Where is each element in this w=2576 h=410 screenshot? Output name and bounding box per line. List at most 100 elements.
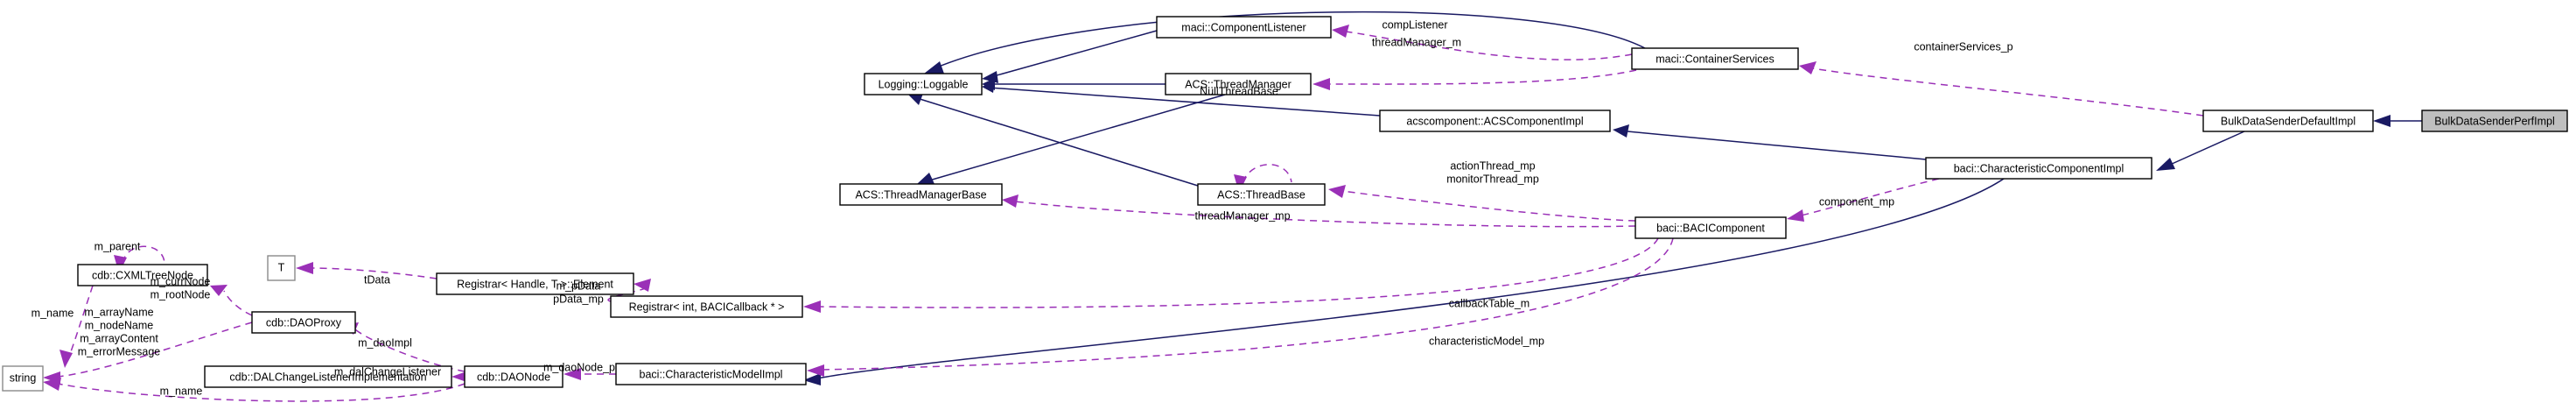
node-acs-threadbase[interactable]: ACS::ThreadBase — [1197, 183, 1326, 206]
node-rect[interactable] — [77, 264, 208, 286]
edge-threadbase-to-loggable — [916, 97, 1199, 187]
node-cdb-daoproxy[interactable]: cdb::DAOProxy — [251, 311, 356, 334]
node-logging-loggable[interactable]: Logging::Loggable — [864, 73, 983, 95]
node-label: ACS::ThreadManager — [1185, 78, 1292, 90]
edge-defaultimpl-to-charcompimpl — [2169, 131, 2245, 166]
edge-tData — [309, 267, 438, 279]
node-rect[interactable] — [839, 183, 1003, 206]
edge-labels: compListener threadManager_m containerSe… — [32, 18, 2013, 397]
node-label: ACS::ThreadBase — [1217, 188, 1306, 201]
arrowhead-inherit — [2373, 115, 2390, 127]
node-rect[interactable] — [1925, 157, 2152, 180]
edge-label-m-currnode: m_currNode — [150, 275, 211, 287]
node-maci-componentlistener[interactable]: maci::ComponentListener — [1156, 16, 1332, 39]
node-label: ACS::ThreadManagerBase — [855, 188, 986, 201]
edge-NullThreadBase — [1242, 164, 1292, 183]
arrowhead-inherit — [803, 373, 821, 385]
node-rect[interactable] — [2202, 110, 2374, 132]
node-label: cdb::DAONode — [477, 371, 550, 383]
node-label: cdb::DAOProxy — [266, 316, 342, 329]
edge-label-m-daoimpl: m_daoImpl — [358, 336, 412, 349]
node-rect[interactable] — [615, 363, 807, 385]
arrowhead-inherit — [982, 71, 998, 83]
node-bulkdatasenderperfimpl[interactable]: BulkDataSenderPerfImpl — [2421, 110, 2568, 132]
edge-containerServices-p — [1812, 67, 2204, 117]
node-rect[interactable] — [2, 365, 44, 392]
node-t[interactable]: T — [267, 255, 296, 281]
arrowhead-usage — [60, 350, 73, 368]
node-rect[interactable] — [251, 311, 356, 334]
node-maci-containerservices[interactable]: maci::ContainerServices — [1631, 47, 1799, 70]
node-string[interactable]: string — [2, 365, 44, 392]
node-registrar-int-bacicallback[interactable]: Registrar< int, BACICallback * > — [610, 295, 803, 318]
node-label: cdb::CXMLTreeNode — [92, 269, 193, 281]
edge-label-threadmanager-m: threadManager_m — [1372, 36, 1461, 48]
edge-label-callbacktable-m: callbackTable_m — [1449, 297, 1530, 309]
class-nodes: maci::ComponentListener Logging::Loggabl… — [2, 16, 2568, 392]
arrowhead-inherit — [924, 61, 944, 74]
arrowhead-usage — [1328, 185, 1346, 198]
node-acs-threadmanagerbase[interactable]: ACS::ThreadManagerBase — [839, 183, 1003, 206]
node-rect[interactable] — [436, 272, 634, 295]
node-label: BulkDataSenderDefaultImpl — [2221, 115, 2356, 127]
edge-label-m-parent: m_parent — [94, 240, 141, 252]
edge-label-m-nodename: m_nodeName — [85, 319, 154, 331]
arrowhead-usage — [634, 279, 651, 292]
node-rect[interactable] — [1197, 183, 1326, 206]
node-label: Registrar< int, BACICallback * > — [629, 300, 785, 313]
node-rect[interactable] — [2421, 110, 2568, 132]
edge-label-m-arrayname: m_arrayName — [84, 306, 153, 318]
node-rect[interactable] — [464, 365, 564, 388]
edge-threadManager-mp — [1014, 201, 1636, 228]
node-label: BulkDataSenderPerfImpl — [2434, 115, 2555, 127]
arrowhead-inherit — [917, 173, 934, 184]
node-cdb-cxmltreenode[interactable]: cdb::CXMLTreeNode — [77, 264, 208, 286]
edge-label-monitorthread-mp: monitorThread_mp — [1446, 173, 1539, 185]
arrowhead-usage — [807, 364, 824, 377]
node-registrar-handle-t-element[interactable]: Registrar< Handle, T >::Element — [436, 272, 634, 295]
node-rect[interactable] — [267, 255, 296, 281]
edge-threadmanager-to-threadmanagerbase — [928, 94, 1226, 181]
edge-label-threadmanager-mp: threadManager_mp — [1194, 209, 1290, 222]
node-label: baci::CharacteristicModelImpl — [640, 368, 783, 380]
inheritance-edges — [803, 11, 2422, 385]
node-label: maci::ContainerServices — [1656, 53, 1774, 65]
arrowhead-usage — [1002, 194, 1018, 208]
node-rect[interactable] — [1156, 16, 1332, 39]
node-rect[interactable] — [610, 295, 803, 318]
node-baci-bacicomponent[interactable]: baci::BACIComponent — [1634, 216, 1787, 239]
node-label: cdb::DALChangeListenerImplementation — [229, 371, 426, 383]
node-cdb-dalchangelistenerimplementation[interactable]: cdb::DALChangeListenerImplementation — [204, 365, 452, 388]
edge-m-name-bottom — [57, 383, 466, 402]
node-bulkdatasenderdefaultimpl[interactable]: BulkDataSenderDefaultImpl — [2202, 110, 2374, 132]
edge-pData-mp — [607, 285, 649, 302]
node-baci-characteristicmodelimpl[interactable]: baci::CharacteristicModelImpl — [615, 363, 807, 385]
edge-label-pdata-mp: pData_mp — [553, 293, 604, 305]
edge-m-parent — [122, 245, 165, 264]
node-label: Registrar< Handle, T >::Element — [457, 278, 613, 290]
arrowhead-usage — [1799, 61, 1816, 74]
edge-label-m-rootnode: m_rootNode — [150, 288, 211, 300]
edge-componentlistener-to-loggable — [990, 30, 1158, 78]
edge-label-complistener: compListener — [1382, 18, 1447, 31]
node-baci-characteristiccomponentimpl[interactable]: baci::CharacteristicComponentImpl — [1925, 157, 2152, 180]
edge-m-currNode — [223, 290, 253, 316]
arrowhead-usage — [296, 262, 313, 274]
node-cdb-daonode[interactable]: cdb::DAONode — [464, 365, 564, 388]
node-rect[interactable] — [1165, 73, 1312, 95]
node-label: maci::ComponentListener — [1181, 21, 1306, 33]
node-rect[interactable] — [1634, 216, 1787, 239]
edge-label-m-dalchangelistener: m_dalChangeListener — [334, 365, 441, 378]
edge-label-m-name-left: m_name — [32, 307, 74, 319]
edge-label-m-pdata: m_pData — [556, 279, 601, 292]
node-rect[interactable] — [204, 365, 452, 388]
node-rect[interactable] — [864, 73, 983, 95]
node-rect[interactable] — [1631, 47, 1799, 70]
node-acs-threadmanager[interactable]: ACS::ThreadManager — [1165, 73, 1312, 95]
arrowhead-usage — [803, 300, 821, 313]
arrowhead-usage — [210, 285, 228, 296]
node-acscomponent-acscomponentimpl[interactable]: acscomponent::ACSComponentImpl — [1379, 110, 1611, 132]
edge-label-m-errormessage: m_errorMessage — [78, 345, 161, 357]
edge-actionThread-mp — [1341, 190, 1636, 222]
node-rect[interactable] — [1379, 110, 1611, 132]
